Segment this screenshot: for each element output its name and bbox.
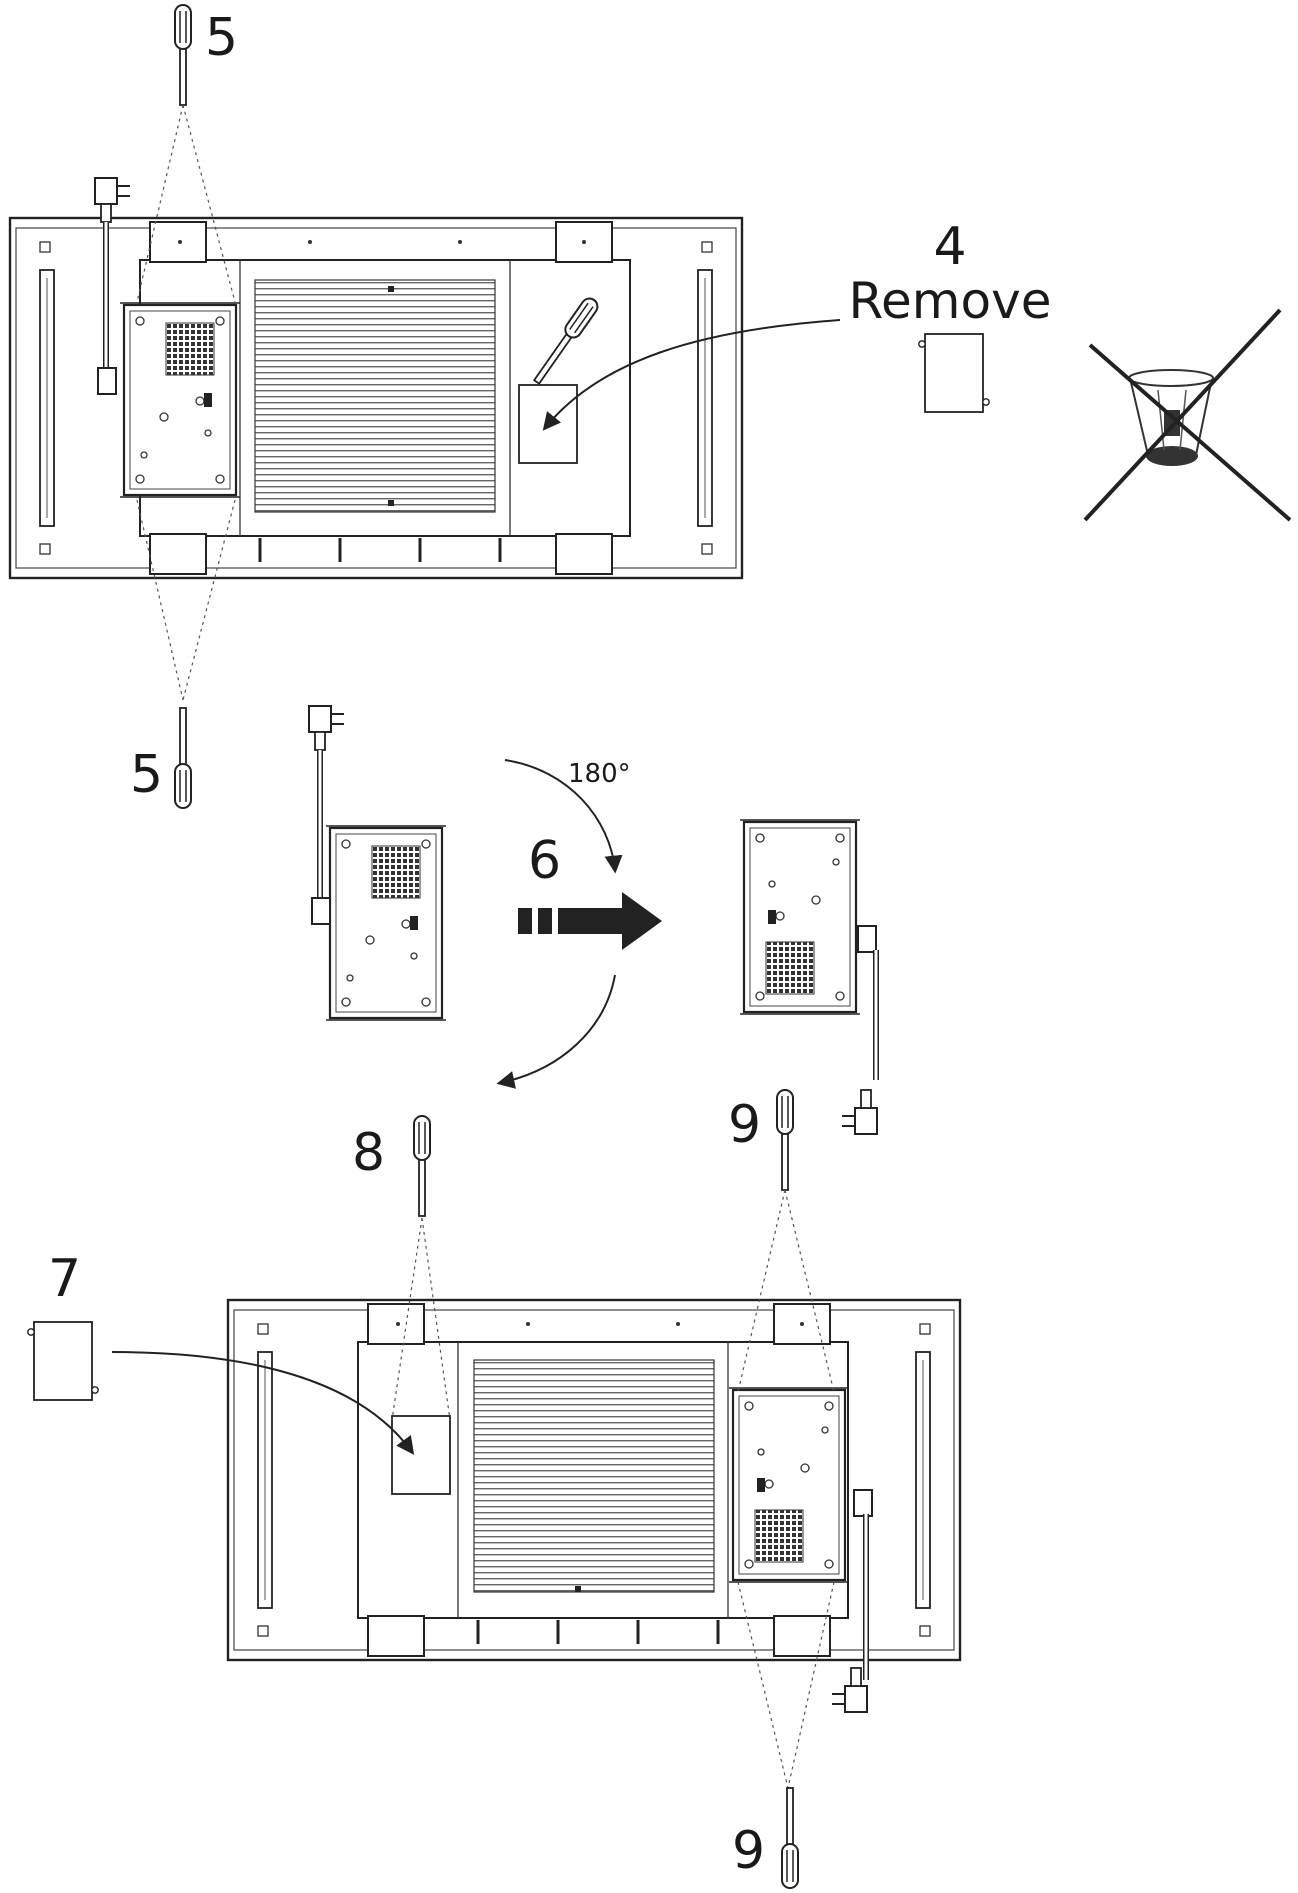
step8: 8: [352, 1115, 451, 1421]
step-7-label: 7: [48, 1249, 81, 1309]
step6-rotation: 180° 6: [308, 705, 879, 1135]
screwdriver-icon: [174, 707, 192, 809]
step7-install-plate: 7: [26, 1249, 415, 1455]
cover-plate-reinstalled: [391, 1415, 451, 1495]
step-4-label: 4: [933, 217, 966, 277]
top-tv-assembly: [8, 177, 841, 580]
bottom-tv-assembly: [226, 1298, 962, 1713]
step-9-bottom-label: 9: [732, 1821, 765, 1881]
step9-top: 9: [728, 1089, 835, 1393]
screwdriver-icon: [174, 4, 192, 106]
step-6-label: 6: [528, 831, 561, 891]
step-5-top-label: 5: [205, 8, 238, 68]
screwdriver-icon: [413, 1115, 431, 1217]
rotate-arrow-bottom: [496, 974, 616, 1089]
step5-top: 5: [136, 4, 238, 303]
step5-bottom: 5: [130, 499, 236, 809]
step-8-label: 8: [352, 1123, 385, 1183]
remove-label: Remove: [849, 272, 1052, 330]
remove-arrow: [542, 319, 841, 431]
step4-remove: 4 Remove: [849, 217, 1052, 413]
heatsink: [473, 1359, 715, 1593]
power-box: [118, 301, 242, 499]
heatsink: [254, 279, 496, 513]
step9-bottom: 9: [732, 1581, 835, 1889]
screwdriver-icon: [781, 1787, 799, 1889]
step-9-top-label: 9: [728, 1095, 761, 1155]
crossed-out-bin-icon: [1083, 308, 1292, 522]
step-5-bottom-label: 5: [130, 745, 163, 805]
install-arrow: [111, 1351, 415, 1455]
rotation-label: 180°: [568, 759, 631, 789]
removed-cover-plate: [917, 333, 991, 413]
screwdriver-icon: [776, 1089, 794, 1191]
rotate-arrow-top: [504, 759, 623, 874]
direction-arrow: [518, 892, 662, 950]
